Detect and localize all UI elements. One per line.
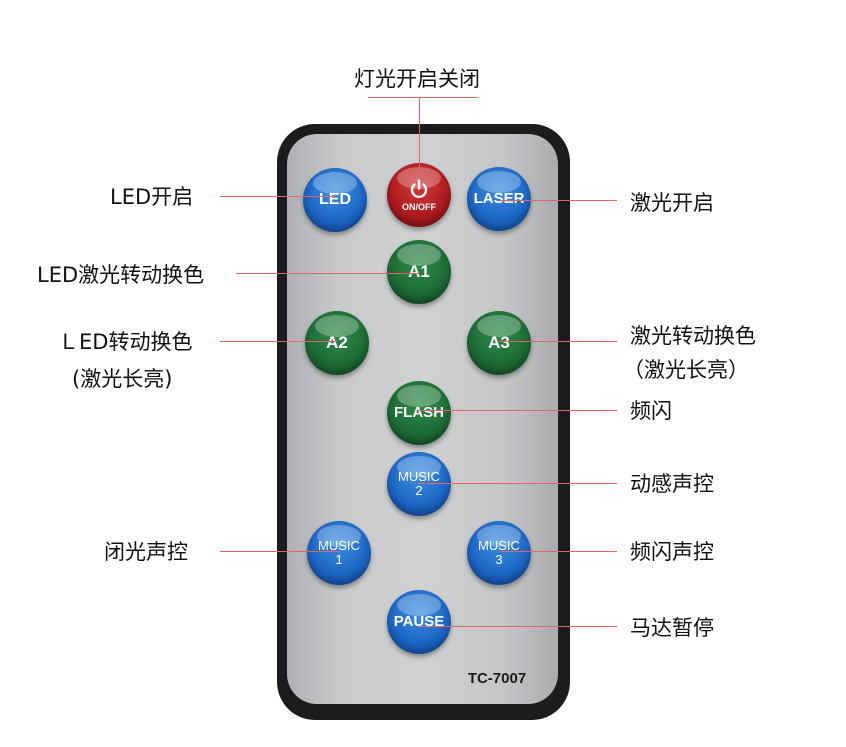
music3-button-number: 3 [495,553,502,567]
music2-button-number: 2 [415,484,422,498]
label-a1: LED激光转动换色 [37,262,204,288]
laser-button-label: LASER [474,191,525,207]
led-button-label: LED [319,192,351,208]
label-a3-line2: （激光长亮） [623,357,749,383]
a3-button[interactable]: A3 [467,311,531,375]
music2-button[interactable]: MUSIC 2 [387,452,451,516]
callout-line-music1 [220,551,339,552]
power-icon [408,178,430,200]
music3-button[interactable]: MUSIC 3 [467,521,531,585]
label-a2-line2: (激光长亮) [72,366,172,392]
label-power: 灯光开启关闭 [354,66,480,92]
callout-line-power [368,97,478,98]
callout-line-a2 [220,341,337,342]
music1-button-number: 1 [335,553,342,567]
music2-button-label: MUSIC [398,470,440,484]
callout-line-power-vertical [419,97,420,177]
callout-line-a1 [236,273,419,274]
flash-button-label: FLASH [394,405,444,421]
label-led-on: LED开启 [110,184,193,210]
label-music2: 动感声控 [630,471,714,497]
callout-line-music2 [419,483,617,484]
laser-button[interactable]: LASER [467,167,531,231]
a2-button[interactable]: A2 [305,311,369,375]
a1-button[interactable]: A1 [387,240,451,304]
label-a2-line1: ＬED转动换色 [58,329,192,355]
flash-button[interactable]: FLASH [387,381,451,445]
callout-line-music3 [499,551,617,552]
label-a3-line1: 激光转动换色 [630,323,756,349]
a1-button-label: A1 [408,264,430,280]
callout-line-pause [419,626,617,627]
label-music1: 闭光声控 [104,539,188,565]
label-pause: 马达暂停 [630,615,714,641]
a3-button-label: A3 [488,335,510,351]
label-flash: 频闪 [630,398,672,424]
callout-line-a3 [499,341,617,342]
a2-button-label: A2 [326,335,348,351]
callout-line-laser [499,200,617,201]
pause-button[interactable]: PAUSE [387,590,451,654]
power-button-label: ON/OFF [402,202,436,212]
callout-line-led [220,196,335,197]
pause-button-label: PAUSE [394,614,445,630]
label-music3: 频闪声控 [630,539,714,565]
led-button[interactable]: LED [303,168,367,232]
callout-line-flash [419,410,617,411]
model-number: TC-7007 [452,670,542,687]
music1-button[interactable]: MUSIC 1 [307,521,371,585]
label-laser-on: 激光开启 [630,190,714,216]
